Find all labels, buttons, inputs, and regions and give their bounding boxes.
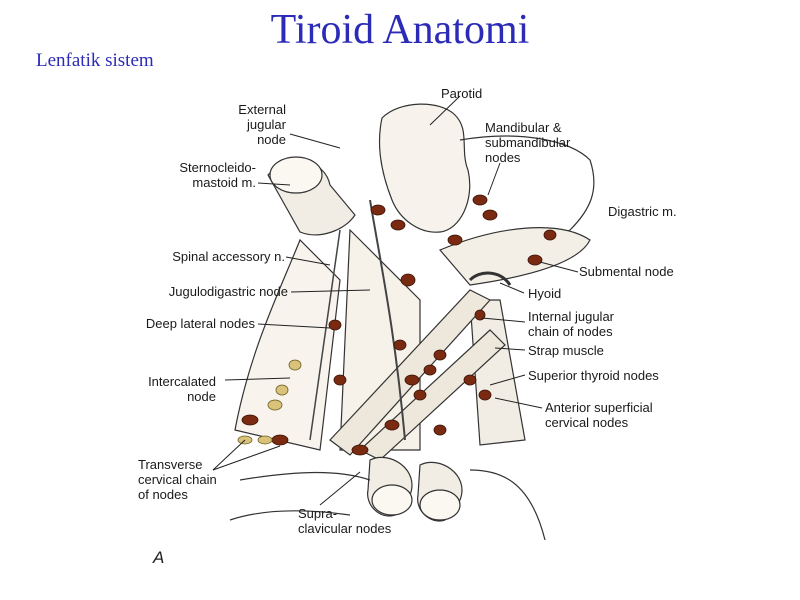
label-strap-muscle: Strap muscle (528, 343, 604, 358)
anatomy-drawing (229, 103, 595, 541)
hyoid-bone (468, 271, 512, 286)
label-sternocleidomastoid: Sternocleido- mastoid m. (179, 160, 256, 190)
label-jugulodigastric-node: Jugulodigastric node (168, 284, 288, 299)
label-mandibular-nodes: Mandibular & submandibular nodes (485, 120, 571, 165)
label-anterior-superficial-nodes: Anterior superficial cervical nodes (545, 400, 653, 430)
strap-muscles (469, 299, 526, 446)
label-deep-lateral-nodes: Deep lateral nodes (145, 316, 255, 331)
digastric-muscle (439, 227, 591, 286)
label-supraclavicular-nodes: Supra- clavicular nodes (298, 506, 392, 536)
label-external-jugular-node: External jugular node (238, 102, 286, 147)
label-spinal-accessory: Spinal accessory n. (172, 249, 285, 264)
label-superior-thyroid-nodes: Superior thyroid nodes (528, 368, 659, 383)
mandible-outline (459, 135, 595, 271)
label-hyoid: Hyoid (528, 286, 562, 301)
vessel (369, 199, 406, 441)
lymph-nodes (241, 194, 557, 456)
label-internal-jugular-chain: Internal jugular chain of nodes (528, 309, 614, 339)
label-intercalated-node: Intercalated node (148, 374, 216, 404)
label-transverse-cervical-chain: Transverse cervical chain of nodes (138, 457, 217, 502)
label-digastric: Digastric m. (608, 204, 677, 219)
slide-subtitle: Lenfatik sistem (36, 50, 154, 71)
label-submental-node: Submental node (579, 264, 674, 279)
figure-panel-letter: A (153, 548, 165, 567)
label-parotid: Parotid (441, 86, 483, 101)
slide-title: Tiroid Anatomi (270, 7, 530, 53)
parotid-gland (378, 103, 471, 233)
leader-lines (212, 95, 579, 506)
